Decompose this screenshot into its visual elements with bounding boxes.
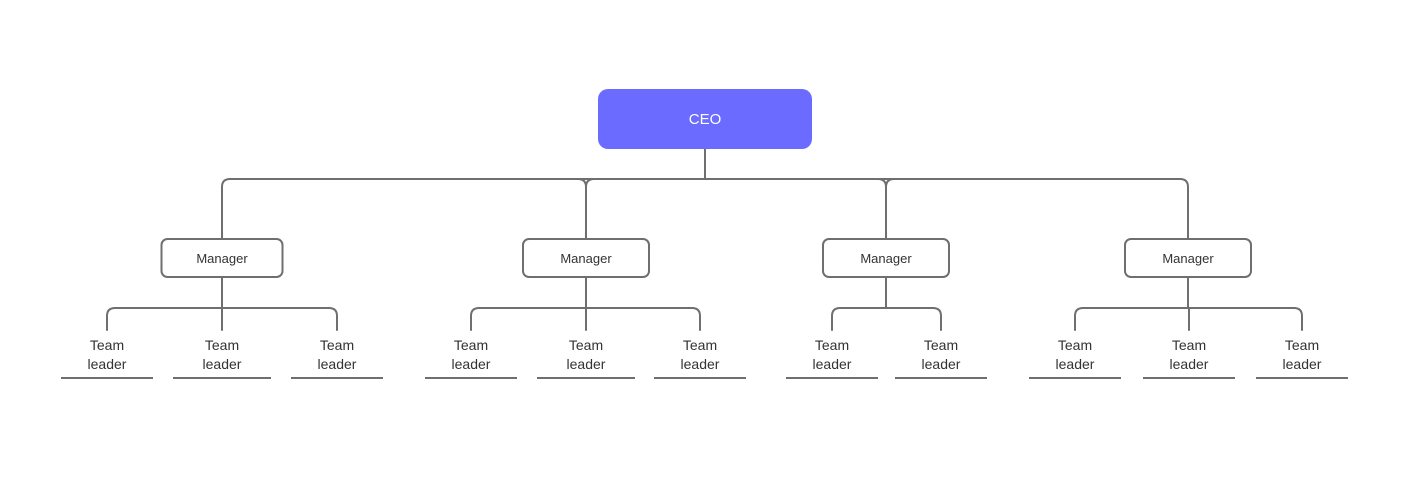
- team-leader-label-line1: Team: [90, 337, 124, 353]
- manager-drop-line: [877, 178, 887, 240]
- team-leader-label-line2: leader: [318, 356, 357, 372]
- team-leader-label-line2: leader: [1170, 356, 1209, 372]
- manager-drop-line: [885, 178, 895, 188]
- team-leader-label-line1: Team: [924, 337, 958, 353]
- team-leader-label-line1: Team: [815, 337, 849, 353]
- manager-label: Manager: [1162, 251, 1214, 266]
- manager-label: Manager: [196, 251, 248, 266]
- team-leader-label-line1: Team: [454, 337, 488, 353]
- ceo-label: CEO: [689, 111, 722, 128]
- team-leader-label-line1: Team: [1285, 337, 1319, 353]
- team-bus-line: [831, 307, 942, 331]
- team-leader-label-line2: leader: [203, 356, 242, 372]
- team-leader-label-line1: Team: [683, 337, 717, 353]
- team-leader-label-line2: leader: [922, 356, 961, 372]
- manager-drop-line: [585, 178, 595, 188]
- team-leader-label-line2: leader: [1283, 356, 1322, 372]
- team-leader-label-line1: Team: [569, 337, 603, 353]
- team-leader-label-line1: Team: [1058, 337, 1092, 353]
- manager-drop-line: [577, 178, 587, 240]
- team-leader-label-line2: leader: [1056, 356, 1095, 372]
- manager-label: Manager: [560, 251, 612, 266]
- team-leader-label-line1: Team: [320, 337, 354, 353]
- team-leader-label-line2: leader: [567, 356, 606, 372]
- manager-label: Manager: [860, 251, 912, 266]
- team-leader-label-line1: Team: [1172, 337, 1206, 353]
- team-leader-label-line2: leader: [813, 356, 852, 372]
- team-leader-label-line1: Team: [205, 337, 239, 353]
- team-leader-label-line2: leader: [88, 356, 127, 372]
- main-bus-line: [221, 178, 1189, 240]
- team-leader-label-line2: leader: [452, 356, 491, 372]
- team-leader-label-line2: leader: [681, 356, 720, 372]
- ceo-box[interactable]: [598, 89, 812, 149]
